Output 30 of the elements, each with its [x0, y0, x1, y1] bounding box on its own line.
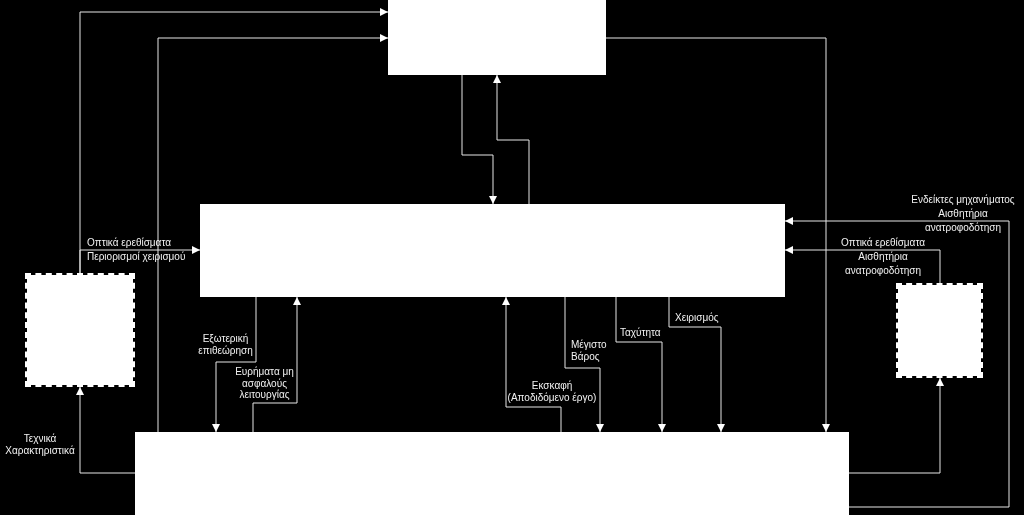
- arrow: [564, 296, 604, 433]
- edge-label: Τεχνικά Χαρακτηριστικά: [4, 433, 76, 457]
- edge-label: Ευρήματα μη ασφαλούς λειτουργίας: [234, 366, 295, 401]
- process-box: [200, 204, 785, 297]
- dashed-box: [896, 283, 983, 378]
- arrow: [605, 37, 830, 433]
- arrow: [461, 74, 497, 205]
- arrow: [784, 217, 1010, 508]
- arrow: [502, 296, 562, 433]
- arrow: [157, 34, 389, 433]
- arrow: [79, 246, 201, 274]
- process-box: [135, 432, 849, 515]
- arrow: [252, 296, 301, 433]
- dashed-box: [25, 273, 135, 387]
- process-box: [388, 0, 606, 75]
- edge-label: Μέγιστο Βάρος: [571, 339, 608, 363]
- arrow: [615, 296, 666, 433]
- arrow: [212, 296, 257, 433]
- arrow: [668, 296, 725, 433]
- edge-label: Ενδείκτες μηχανήματος Αισθητήρια ανατροφοδότηση: [910, 193, 1016, 235]
- arrow: [848, 377, 944, 474]
- edge-label: Ταχύτητα: [620, 327, 662, 339]
- arrow: [493, 74, 530, 205]
- edge-label: Εξωτερική επιθεώρηση: [197, 333, 254, 357]
- edge-label: Οπτικά ερεθίσματα Περιορισμοί χειρισμού: [87, 236, 187, 264]
- arrow: [784, 246, 941, 284]
- arrow: [76, 386, 136, 474]
- edge-label: Εκσκαφή (Αποδιδόμενο έργο): [507, 380, 597, 404]
- edge-label: Χειρισμός: [675, 312, 720, 324]
- edge-label: Οπτικά ερεθίσματα Αισθητήρια ανατροφοδότηση: [840, 236, 926, 278]
